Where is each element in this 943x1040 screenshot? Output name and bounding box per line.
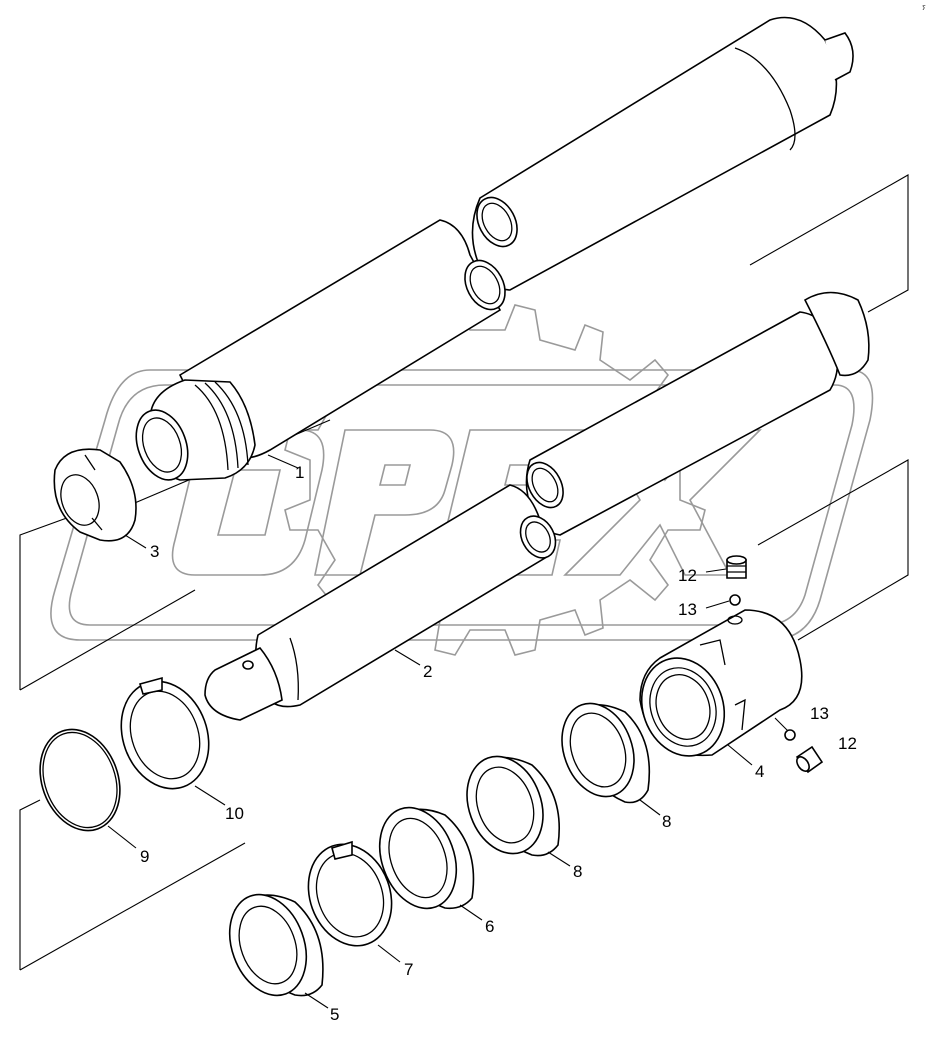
piston-rod-lower (204, 484, 557, 721)
leader-12a (705, 568, 727, 573)
leader-9 (107, 825, 137, 849)
leader-8b (547, 851, 571, 867)
callout-9: 9 (140, 847, 149, 866)
callout-6: 6 (485, 917, 494, 936)
check-ball-lower (784, 729, 796, 741)
cylinder-tube-upper (471, 16, 854, 291)
wiper-5 (228, 893, 324, 997)
leader-2 (394, 649, 421, 666)
callout-5: 5 (330, 1005, 339, 1024)
callout-4: 4 (755, 762, 764, 781)
callout-13-upper: 13 (678, 600, 697, 619)
callout-13-lower: 13 (810, 704, 829, 723)
leader-5 (304, 992, 329, 1009)
check-ball-upper (729, 594, 741, 606)
watermark-gear (284, 304, 706, 656)
gland-nut (639, 609, 803, 757)
set-screw-lower (795, 745, 824, 774)
leader-4 (727, 744, 753, 766)
assembly-guide-lines (19, 174, 909, 971)
leader-3 (124, 534, 147, 549)
leader-13a (705, 600, 730, 609)
callout-8-upper: 8 (662, 812, 671, 831)
callout-8-lower: 8 (573, 862, 582, 881)
callout-3: 3 (150, 542, 159, 561)
leader-6 (459, 904, 483, 921)
corner-mark: ⵢ (922, 6, 926, 12)
o-ring (39, 728, 121, 832)
leader-7 (377, 944, 401, 963)
split-nut (53, 448, 137, 542)
set-screw-upper (726, 555, 747, 579)
seal-6 (378, 806, 475, 910)
callout-1: 1 (295, 463, 304, 482)
cylinder-tube-lower (135, 219, 506, 481)
leader-1 (267, 454, 299, 469)
wear-ring-8-lower (466, 755, 560, 857)
callout-10: 10 (225, 804, 244, 823)
split-ring-7 (307, 840, 393, 947)
leader-8a (639, 799, 661, 816)
callout-12-lower: 12 (838, 734, 857, 753)
split-ring-10 (120, 676, 210, 790)
leader-10 (194, 785, 226, 806)
wear-ring-8-upper (561, 702, 651, 804)
callout-7: 7 (404, 960, 413, 979)
piston-rod-upper (525, 291, 870, 536)
callout-2: 2 (423, 662, 432, 681)
callout-12-upper: 12 (678, 566, 697, 585)
